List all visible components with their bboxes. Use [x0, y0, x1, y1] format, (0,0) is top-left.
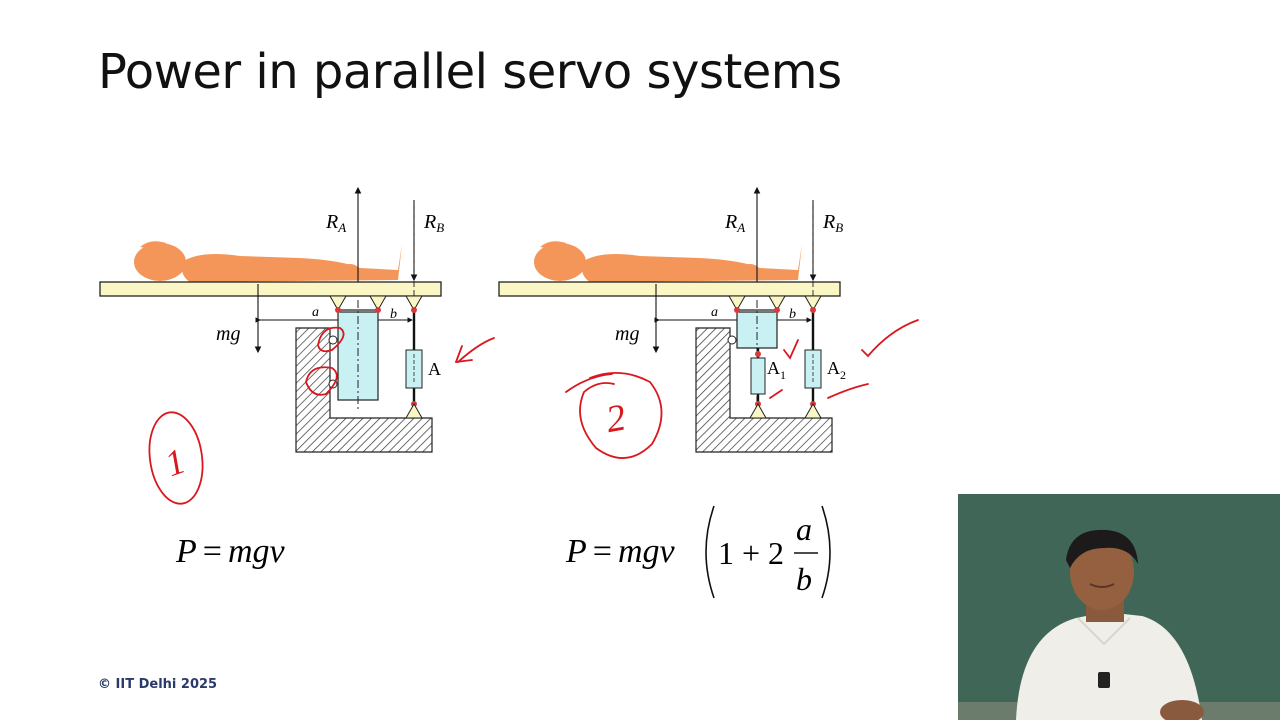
- annotation-number-1: 1: [160, 440, 191, 484]
- fraction-denominator: b: [796, 561, 812, 597]
- pen-annotations-right: [565, 319, 919, 459]
- label-mg: mg: [216, 323, 240, 345]
- slide-title: Power in parallel servo systems: [98, 44, 842, 100]
- svg-text:P=mgv: P=mgv: [565, 533, 676, 570]
- label-rb: RB: [423, 211, 444, 235]
- paren-right: [821, 505, 831, 599]
- label-a: a: [312, 305, 319, 320]
- fraction-numerator: a: [796, 511, 812, 547]
- pen-annotations-left: [148, 326, 495, 505]
- person-silhouette: [534, 241, 802, 282]
- platform: [498, 281, 841, 297]
- actuator-a1: [750, 357, 766, 395]
- label-b: b: [390, 307, 397, 322]
- label-ra: RA: [724, 211, 745, 235]
- diagram-right: RA RB mg a b A1 A2 2 P=mgv 1+2 a b: [498, 186, 919, 599]
- platform: [99, 281, 442, 297]
- actuator-a2-label: A2: [827, 358, 846, 382]
- annotation-number-2: 2: [603, 396, 629, 441]
- svg-text:1+2: 1+2: [718, 535, 784, 571]
- label-mg: mg: [615, 323, 639, 345]
- webcam-overlay: [958, 494, 1280, 720]
- actuator-a1-label: A1: [767, 358, 786, 382]
- label-b: b: [789, 307, 796, 322]
- formula-right: P=mgv 1+2 a b: [565, 505, 831, 599]
- formula-left: P=mgv: [175, 533, 286, 570]
- label-rb: RB: [822, 211, 843, 235]
- ground-block: [695, 327, 833, 453]
- copyright-notice: © IIT Delhi 2025: [98, 677, 218, 692]
- diagram-left: RA RB mg a b A 1 P=mgv: [99, 186, 495, 570]
- label-ra: RA: [325, 211, 346, 235]
- person-silhouette: [134, 241, 402, 282]
- actuator-label: A: [428, 359, 441, 379]
- label-a: a: [711, 305, 718, 320]
- presenter-video: [958, 494, 1280, 720]
- paren-left: [705, 505, 715, 599]
